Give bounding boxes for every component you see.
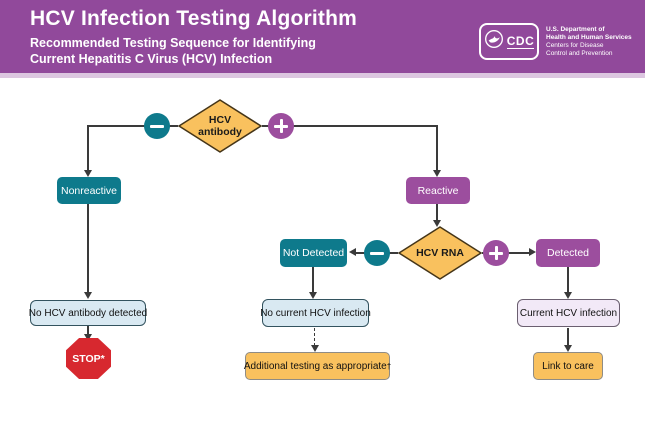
minus-icon [144,113,170,139]
node-label: Current HCV infection [519,307,618,319]
connector-link-to-care [567,328,569,346]
arrowhead-not-detected [349,248,356,256]
node-label: Nonreactive [60,184,118,197]
arrowhead-no-current [309,292,317,299]
label-line: HCV [208,114,232,126]
node-no-hcv-antibody-detected: No HCV antibody detected [28,300,148,326]
page-title: HCV Infection Testing Algorithm [30,7,358,30]
node-label: No current HCV infection [260,307,371,319]
node-label: No HCV antibody detected [28,307,148,319]
dept-line: Control and Prevention [546,50,613,57]
node-additional-testing: Additional testing as appropriate† [243,352,392,380]
cdc-logo: CDC [479,23,539,60]
arrowhead-no-antibody [84,292,92,299]
connector-reactive-rna [436,204,438,221]
hhs-eagle-icon [484,29,504,54]
header-banner: HCV Infection Testing Algorithm Recommen… [0,0,645,73]
decision-hcv-antibody: HCV antibody [177,99,263,153]
header-divider [0,73,645,78]
minus-bar [370,251,384,255]
dept-line: Centers for Disease [546,42,604,49]
diamond-shape [177,99,263,153]
dept-line: Health and Human Services [546,34,632,41]
label-line: antibody [198,126,242,138]
arrowhead-hcv-rna [433,220,441,227]
stop-label: STOP* [72,352,105,365]
minus-bar [150,124,164,128]
node-detected: Detected [536,239,600,267]
plus-bar-v [494,246,498,260]
arrowhead-link-to-care [564,345,572,352]
page-subtitle-line1: Recommended Testing Sequence for Identif… [30,36,316,50]
plus-bar-v [279,119,283,133]
node-nonreactive: Nonreactive [57,177,121,204]
dagger-footnote-marker: † [386,361,392,371]
stop-sign: STOP* [66,338,111,379]
cdc-logo-text: CDC [506,34,535,49]
dept-line: U.S. Department of [546,26,605,33]
decision-hcv-rna-label: HCV RNA [398,226,482,280]
plus-icon [483,240,509,266]
node-label: Additional testing as appropriate [243,360,387,372]
hhs-department-text: U.S. Department of Health and Human Serv… [546,26,632,58]
node-reactive: Reactive [406,177,470,204]
node-label: Detected [546,247,590,259]
diamond-shape [397,226,483,280]
node-label: Reactive [417,184,459,197]
node-label: Not Detected [282,247,345,259]
label-line: HCV RNA [416,247,464,259]
connector-down-nonreactive [87,125,89,170]
arrowhead-detected [529,248,536,256]
arrowhead-stop [84,334,92,341]
connector-antibody-negative [88,125,178,127]
decision-hcv-antibody-label: HCV antibody [178,99,262,153]
connector-down-reactive [436,125,438,170]
arrowhead-additional-testing [311,345,319,352]
connector-stop [87,326,89,335]
connector-antibody-positive [262,125,438,127]
connector-dotted-additional-testing [314,328,315,346]
node-not-detected: Not Detected [280,239,347,267]
arrowhead-nonreactive [84,170,92,177]
decision-hcv-rna: HCV RNA [397,226,483,280]
arrowhead-reactive [433,170,441,177]
plus-icon [268,113,294,139]
connector-nonreactive-result [87,204,89,293]
arrowhead-current-infection [564,292,572,299]
node-label: Link to care [542,360,594,372]
connector-detected-result [567,267,569,293]
connector-notdetected-result [312,267,314,293]
page-subtitle-line2: Current Hepatitis C Virus (HCV) Infectio… [30,52,273,66]
minus-icon [364,240,390,266]
node-current-hcv-infection: Current HCV infection [517,299,620,327]
node-no-current-hcv-infection: No current HCV infection [260,299,371,327]
node-link-to-care: Link to care [533,352,603,380]
